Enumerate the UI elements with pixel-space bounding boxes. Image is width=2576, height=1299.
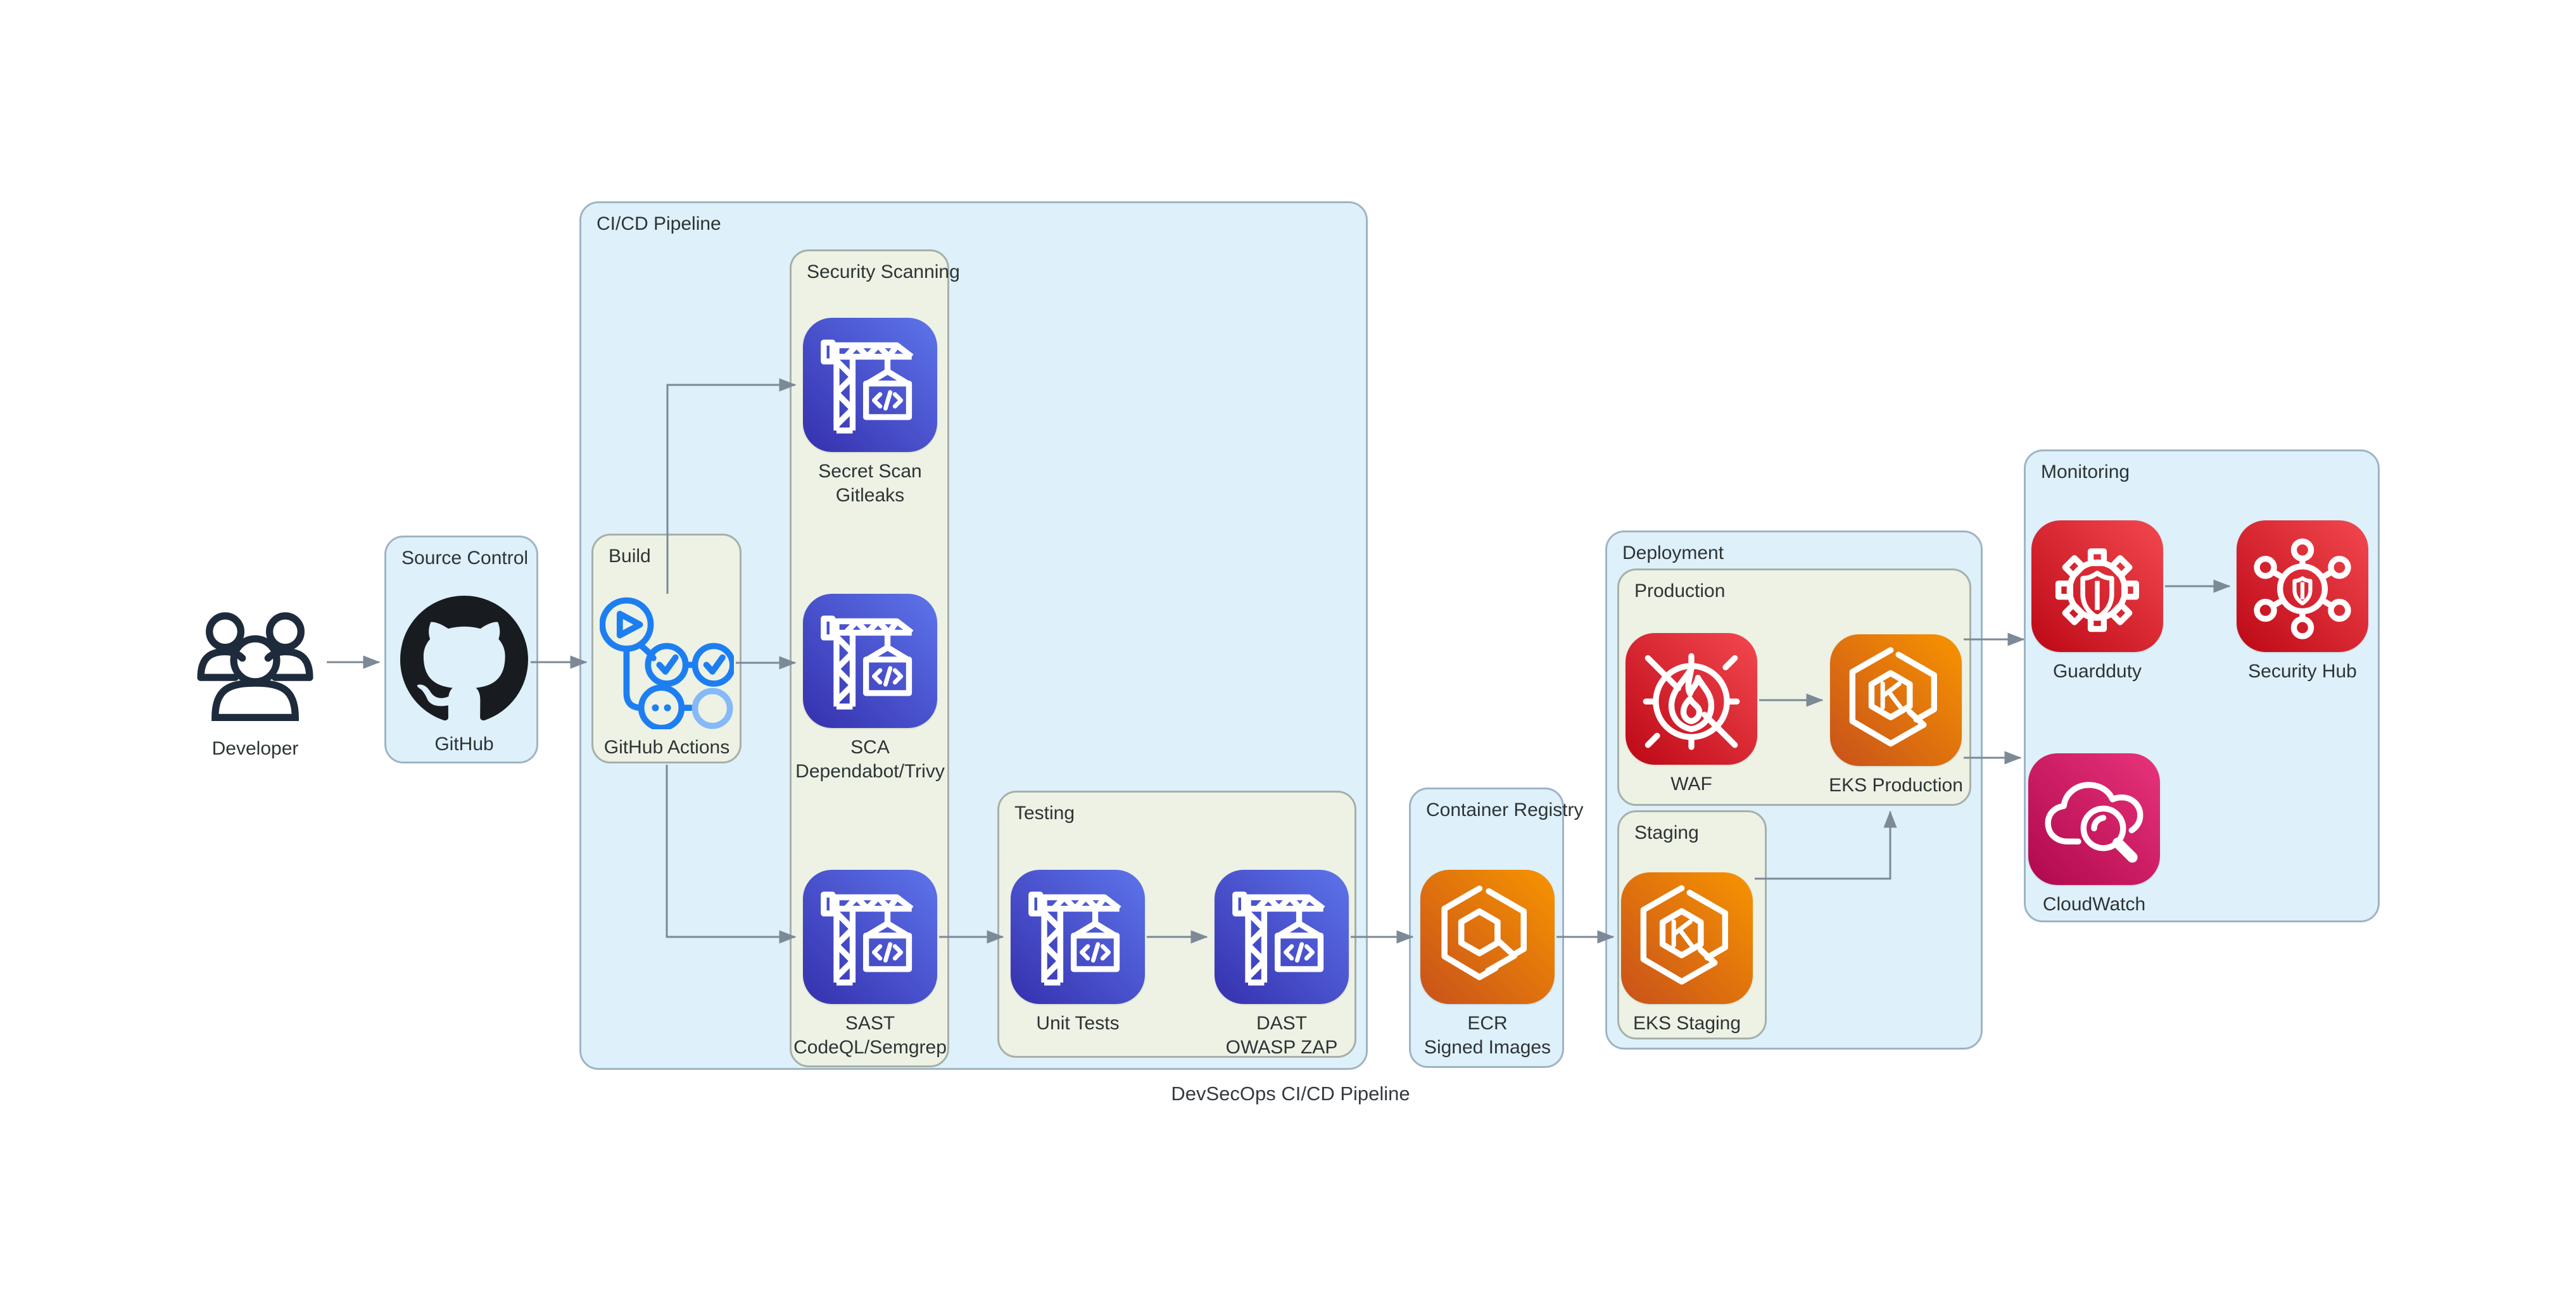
node-developer-label: Developer	[212, 738, 299, 759]
waf-firewall-icon	[1643, 653, 1740, 750]
node-sca-label: SCA Dependabot/Trivy	[795, 737, 945, 782]
diagram-title: DevSecOps CI/CD Pipeline	[1171, 1082, 1410, 1105]
group-deployment-label: Deployment	[1622, 543, 1724, 563]
group-source-control-label: Source Control	[401, 548, 529, 568]
node-github-actions-label: GitHub Actions	[603, 737, 730, 758]
ecr-registry-icon	[1441, 885, 1527, 981]
security-hub-icon	[2254, 538, 2351, 639]
build-crane-icon	[821, 339, 914, 434]
guardduty-gear-shield-icon	[2055, 548, 2140, 632]
node-eks-staging: EKS Staging	[1621, 872, 1753, 1034]
eks-production-tile	[1830, 634, 1962, 766]
node-sast-label: SAST CodeQL/Semgrep	[793, 1013, 947, 1058]
build-crane-icon	[821, 891, 914, 986]
guardduty-tile	[2031, 520, 2163, 652]
node-waf-label: WAF	[1670, 774, 1712, 794]
eks-staging-tile	[1621, 872, 1753, 1004]
node-developer: Developer	[184, 589, 327, 759]
group-monitoring-label: Monitoring	[2041, 461, 2130, 482]
secret-scan-tile	[803, 318, 937, 452]
node-guardduty-label: Guardduty	[2052, 661, 2142, 682]
node-dast-label: DAST OWASP ZAP	[1225, 1013, 1338, 1058]
node-unit-tests: Unit Tests	[1011, 870, 1145, 1034]
node-sca: SCA Dependabot/Trivy	[795, 594, 945, 782]
ecr-tile	[1420, 870, 1555, 1004]
build-crane-icon	[821, 615, 914, 710]
node-eks-staging-label: EKS Staging	[1632, 1013, 1741, 1034]
node-security-hub: Security Hub	[2237, 520, 2368, 682]
node-waf: WAF	[1626, 633, 1757, 794]
node-ecr: ECR Signed Images	[1420, 870, 1555, 1058]
build-crane-icon	[1232, 891, 1325, 986]
node-security-hub-label: Security Hub	[2248, 661, 2357, 682]
node-secret-scan: Secret Scan Gitleaks	[803, 318, 937, 506]
node-secret-scan-label: Secret Scan Gitleaks	[818, 461, 922, 506]
node-sast: SAST CodeQL/Semgrep	[793, 870, 947, 1058]
eks-kubernetes-icon	[1640, 885, 1728, 985]
security-hub-tile	[2237, 520, 2368, 652]
arrow-staging-to-production	[1755, 810, 1897, 880]
node-github-actions: GitHub Actions	[599, 595, 736, 758]
sca-tile	[803, 594, 937, 728]
node-github-label: GitHub	[434, 734, 494, 755]
users-icon	[197, 612, 313, 722]
node-cloudwatch: CloudWatch	[2028, 753, 2160, 915]
cloudwatch-tile	[2028, 753, 2160, 885]
waf-tile	[1626, 633, 1757, 765]
node-github: GitHub	[400, 596, 528, 755]
group-staging-label: Staging	[1634, 822, 1699, 843]
group-production-label: Production	[1634, 580, 1726, 601]
arrow-actions-to-sast	[666, 765, 797, 944]
group-security-scanning-label: Security Scanning	[807, 261, 960, 282]
dast-tile	[1215, 870, 1349, 1004]
node-ecr-label: ECR Signed Images	[1424, 1013, 1551, 1058]
cloudwatch-cloud-magnifier-icon	[2045, 782, 2144, 863]
node-dast: DAST OWASP ZAP	[1215, 870, 1349, 1058]
github-actions-icon	[599, 597, 736, 731]
build-crane-icon	[1028, 891, 1121, 986]
eks-kubernetes-icon	[1849, 647, 1937, 747]
group-build-label: Build	[609, 546, 651, 567]
github-icon	[400, 596, 528, 721]
node-guardduty: Guardduty	[2031, 520, 2163, 682]
node-eks-production-label: EKS Production	[1829, 775, 1963, 796]
group-cicd-pipeline-label: CI/CD Pipeline	[597, 213, 721, 234]
arrow-actions-to-secret-scan	[666, 378, 797, 594]
sast-tile	[803, 870, 937, 1004]
group-container-registry-label: Container Registry	[1426, 800, 1584, 820]
node-eks-production: EKS Production	[1829, 634, 1963, 796]
node-cloudwatch-label: CloudWatch	[2042, 894, 2146, 915]
group-testing-label: Testing	[1014, 803, 1075, 824]
unit-tests-tile	[1011, 870, 1145, 1004]
node-unit-tests-label: Unit Tests	[1036, 1013, 1120, 1034]
